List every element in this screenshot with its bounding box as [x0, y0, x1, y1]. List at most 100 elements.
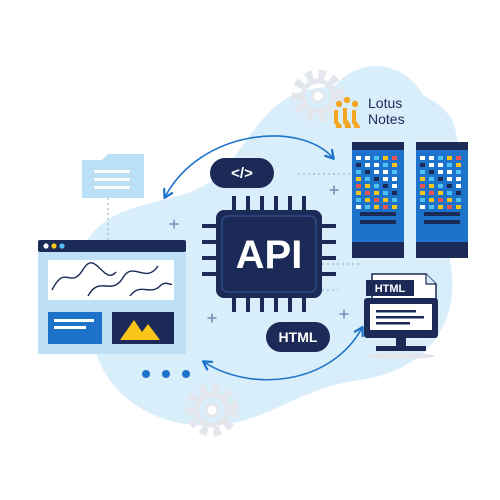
server-led	[456, 170, 461, 174]
server-led	[383, 163, 388, 167]
server-led	[420, 156, 425, 160]
server-led	[447, 156, 452, 160]
server-led	[365, 177, 370, 181]
server-led	[420, 198, 425, 202]
window-dot	[59, 243, 65, 249]
server-led	[365, 191, 370, 195]
brand-line2: Notes	[368, 111, 405, 127]
server-led	[356, 156, 361, 160]
server-led	[447, 184, 452, 188]
server-led	[429, 184, 434, 188]
server-led	[429, 177, 434, 181]
server-led	[447, 205, 452, 209]
server-led	[383, 191, 388, 195]
server-led	[374, 170, 379, 174]
server-led	[420, 191, 425, 195]
browser-window	[38, 240, 186, 354]
server-led	[429, 191, 434, 195]
server-led	[374, 205, 379, 209]
server-led	[429, 170, 434, 174]
server-led	[383, 156, 388, 160]
server-led	[356, 184, 361, 188]
server-led	[374, 163, 379, 167]
server-led	[447, 163, 452, 167]
image-placeholder-icon	[120, 320, 160, 340]
server-led	[392, 205, 397, 209]
server-led	[456, 184, 461, 188]
html-file-label: HTML	[375, 283, 406, 295]
server-led	[456, 191, 461, 195]
code-badge: </>	[210, 158, 274, 188]
server-led	[392, 198, 397, 202]
server-led	[383, 205, 388, 209]
server-led	[447, 191, 452, 195]
server-led	[356, 177, 361, 181]
window-dot	[43, 243, 49, 249]
server-led	[356, 198, 361, 202]
server-led	[392, 170, 397, 174]
server-led	[383, 184, 388, 188]
server-led	[383, 170, 388, 174]
server-led	[374, 156, 379, 160]
server-led	[365, 198, 370, 202]
server-led	[438, 205, 443, 209]
server-led	[447, 177, 452, 181]
server-led	[429, 156, 434, 160]
server-led	[365, 163, 370, 167]
server-led	[365, 184, 370, 188]
server-led	[429, 198, 434, 202]
brand-line1: Lotus	[368, 95, 402, 111]
server-led	[420, 163, 425, 167]
server-led	[392, 184, 397, 188]
server-led	[392, 191, 397, 195]
server-led	[456, 198, 461, 202]
html-badge: HTML	[266, 322, 330, 352]
server-led	[356, 163, 361, 167]
server-led	[438, 170, 443, 174]
server-led	[438, 191, 443, 195]
code-badge-label: </>	[231, 165, 253, 182]
server-led	[429, 205, 434, 209]
api-chip: API	[202, 196, 336, 312]
server-led	[374, 191, 379, 195]
gear-icon	[185, 383, 239, 437]
server-led	[392, 177, 397, 181]
lotus-notes-logo: Lotus Notes	[334, 95, 405, 128]
folder-icon	[82, 154, 144, 198]
server-rack	[416, 142, 468, 258]
server-led	[438, 184, 443, 188]
server-led	[374, 184, 379, 188]
server-led	[356, 170, 361, 174]
server-led	[383, 198, 388, 202]
server-led	[456, 156, 461, 160]
server-led	[356, 205, 361, 209]
lotus-logo-icon	[334, 96, 360, 128]
server-led	[392, 163, 397, 167]
server-led	[438, 156, 443, 160]
server-led	[438, 163, 443, 167]
server-led	[420, 170, 425, 174]
server-led	[438, 177, 443, 181]
server-led	[365, 156, 370, 160]
server-led	[447, 198, 452, 202]
server-led	[429, 163, 434, 167]
server-led	[420, 184, 425, 188]
html-badge-label: HTML	[279, 329, 318, 345]
server-led	[438, 198, 443, 202]
server-led	[374, 177, 379, 181]
server-led	[392, 156, 397, 160]
pagination-dots	[142, 370, 190, 378]
server-led	[456, 177, 461, 181]
server-led	[374, 198, 379, 202]
gear-icon	[291, 69, 345, 123]
window-dot	[51, 243, 57, 249]
server-led	[420, 205, 425, 209]
server-led	[356, 191, 361, 195]
server-rack	[352, 142, 404, 258]
monitor-icon	[364, 298, 438, 359]
server-led	[365, 205, 370, 209]
server-led	[383, 177, 388, 181]
server-led	[447, 170, 452, 174]
server-led	[456, 163, 461, 167]
